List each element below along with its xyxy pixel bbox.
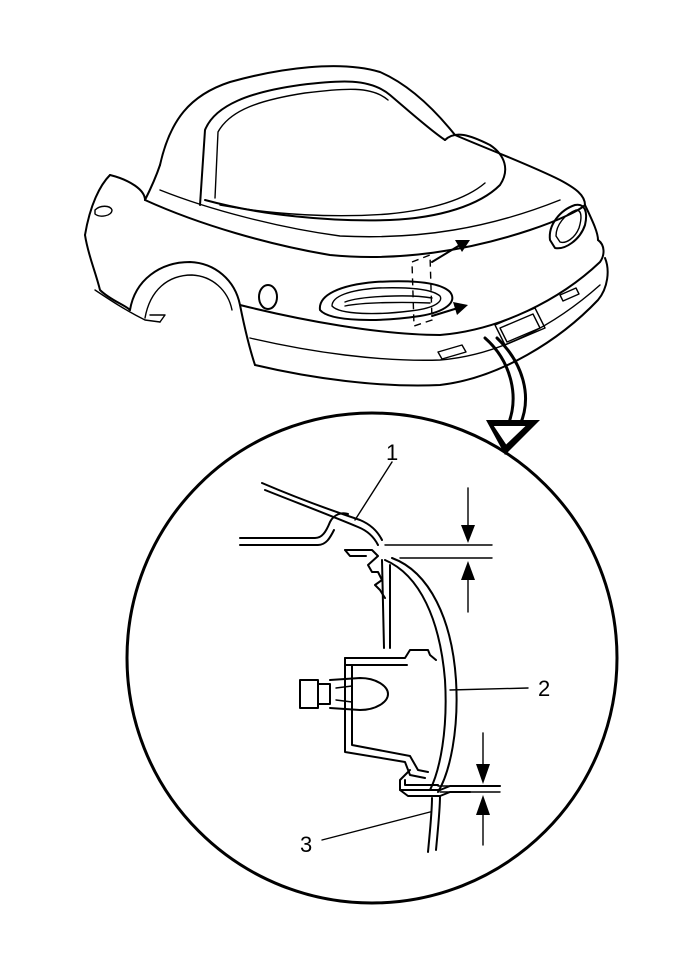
c-pillar	[144, 164, 161, 201]
side-beltline	[84, 174, 111, 236]
bumper-reflector-left	[437, 344, 467, 360]
rear-fascia-top	[239, 239, 605, 336]
license-pocket-inner	[499, 313, 541, 343]
callout-leader-1	[354, 461, 393, 521]
rear-fascia-body	[584, 204, 599, 241]
door-handle	[94, 205, 113, 217]
tail-lamp-right	[548, 203, 588, 250]
decklid-edge	[454, 134, 586, 206]
lamp-lens	[384, 557, 458, 793]
arrow-icon	[431, 302, 468, 317]
detail-view: 1 2 3	[125, 411, 619, 905]
bumper-reflector-right	[559, 287, 580, 302]
decklid-section-lower	[264, 489, 379, 546]
decklid-crease	[159, 189, 561, 238]
callout-label-1: 1	[386, 440, 398, 465]
rocker	[94, 289, 161, 323]
detail-region-box	[411, 253, 433, 327]
quarter-lower	[149, 314, 166, 323]
gap-measure-arrow-icon	[476, 764, 490, 784]
wheel-arch	[129, 261, 256, 366]
callout-label-2: 2	[538, 676, 550, 701]
bumper-lower	[254, 257, 609, 387]
gap-measure-top	[384, 487, 493, 613]
tail-lamp-left	[318, 280, 454, 321]
callout-leader-2	[449, 687, 529, 691]
decklid-panel	[144, 199, 586, 259]
gap-measure-arrow-icon	[476, 795, 490, 815]
bulb-icon	[299, 677, 389, 711]
gap-measure-arrow-icon	[461, 561, 475, 580]
detail-circle	[125, 411, 619, 905]
roof-outline	[159, 65, 456, 166]
rear-window-inner	[214, 88, 389, 199]
quarter-panel	[84, 234, 131, 311]
license-pocket	[494, 307, 546, 346]
fuel-door	[258, 284, 278, 310]
arrow-icon	[431, 240, 470, 263]
arrow-icon	[483, 336, 540, 455]
car-rear-view	[84, 65, 609, 455]
quarter-panel-top	[109, 174, 146, 201]
gap-measure-arrow-icon	[461, 525, 475, 543]
rear-window-outer	[199, 80, 446, 206]
lamp-housing	[344, 549, 441, 797]
callout-label-3: 3	[300, 832, 312, 857]
callout-leader-3	[321, 811, 431, 841]
decklid-inner-panel	[239, 512, 349, 539]
hatch-glass	[204, 133, 507, 222]
gap-measure-bottom	[437, 732, 501, 846]
bumper-line	[249, 284, 601, 361]
wheel-arch-inner	[144, 274, 233, 319]
hatch-glass-inner	[219, 182, 486, 217]
